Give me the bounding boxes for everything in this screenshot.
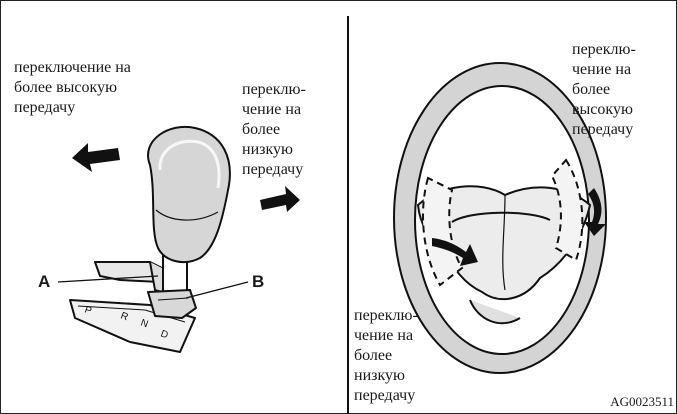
upshift-label-left: переключение на более высокую передачу xyxy=(14,58,131,118)
upshift-arrow-icon xyxy=(72,143,120,172)
downshift-label-right: переклю- чение на более низкую передачу xyxy=(354,306,418,406)
upshift-label-right: переклю- чение на более высокую передачу xyxy=(572,40,636,140)
figure-code: AG0023511 xyxy=(610,394,674,410)
label-b: B xyxy=(252,272,264,292)
lever-button xyxy=(148,290,196,318)
label-a: A xyxy=(38,272,50,292)
downshift-label-left: переклю- чение на более низкую передачу xyxy=(242,80,306,180)
downshift-arrow-icon xyxy=(260,186,300,212)
leader-line-b xyxy=(186,282,248,298)
shift-knob xyxy=(148,127,230,262)
